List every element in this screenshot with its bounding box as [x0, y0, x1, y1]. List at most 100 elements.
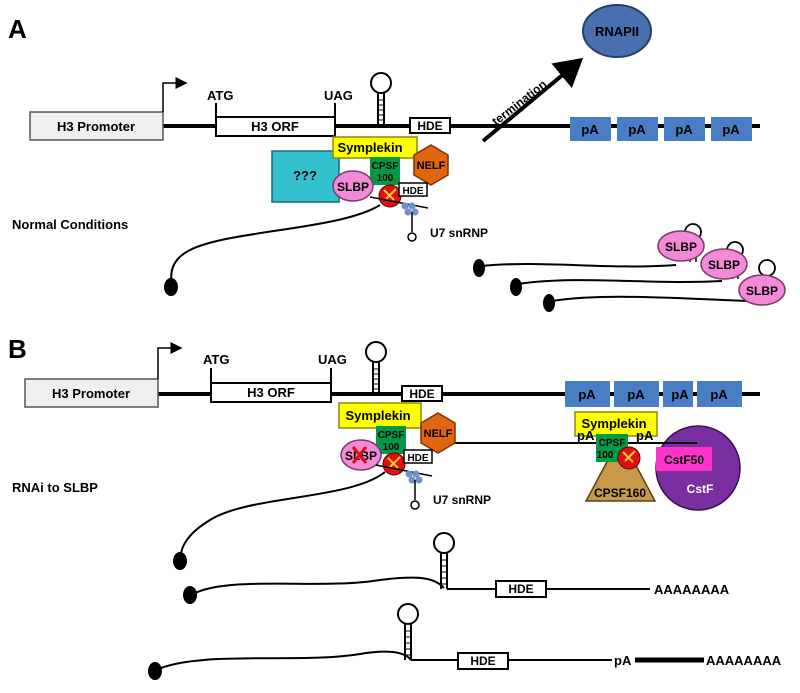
processing-complex-a: ??? Symplekin CPSF 100 NELF SLBP HDE	[271, 136, 488, 242]
nelf-label-a: NELF	[417, 160, 446, 172]
rnai-x-icon	[351, 446, 368, 464]
promoter-box-a	[29, 111, 164, 141]
pa-boxes-b: pA pA pA pA	[565, 381, 742, 407]
polyadenylated-transcript-2: HDE pA AAAAAAAA	[148, 603, 782, 680]
uag-label-b: UAG	[318, 352, 347, 367]
hde-bound-a	[398, 182, 428, 197]
cpsf-label-b: CPSF	[378, 430, 405, 441]
slbp-released-label: SLBP	[746, 284, 778, 298]
symplekin-label-c2: Symplekin	[581, 416, 646, 431]
hde-bound-label-a: HDE	[402, 186, 423, 197]
u7-label-b: U7 snRNP	[433, 493, 491, 507]
slbp-released-label: SLBP	[665, 240, 697, 254]
transcript1-hde: HDE	[508, 582, 533, 596]
slbp-a	[332, 170, 374, 202]
pa-label: pA	[581, 122, 599, 137]
termination-label: termination	[489, 77, 549, 128]
pa-box	[664, 117, 705, 141]
orf-box-a	[215, 116, 336, 137]
orf-box-b	[210, 382, 332, 403]
cpsf100-b	[376, 426, 406, 454]
promoter-box-b	[24, 378, 159, 408]
slbp-label-a: SLBP	[337, 180, 369, 194]
promoter-label-b: H3 Promoter	[52, 386, 130, 401]
pa-box	[617, 117, 658, 141]
condition-label-b: RNAi to SLBP	[12, 480, 98, 495]
panel-a-letter: A	[8, 14, 27, 44]
pa-box	[570, 117, 611, 141]
u7-snrnp-a	[401, 202, 419, 242]
cpsf-num-c2: 100	[597, 450, 614, 461]
slbp-released	[738, 274, 786, 306]
slbp-released	[657, 230, 705, 262]
slbp-released-label: SLBP	[708, 258, 740, 272]
cpsf100-a	[370, 157, 400, 185]
pa-box	[614, 381, 659, 407]
uag-label-a: UAG	[324, 88, 353, 103]
transcript2-polya: AAAAAAAA	[706, 653, 782, 668]
transcript2-pa: pA	[614, 653, 632, 668]
orf-label-b: H3 ORF	[247, 385, 295, 400]
processing-complex-b: Symplekin CPSF 100 NELF SLBP HDE U	[338, 402, 491, 510]
pa-box	[663, 381, 693, 407]
cstf-label: CstF	[687, 482, 714, 496]
stem-loop-a	[370, 72, 392, 126]
cpsf160-label: CPSF160	[594, 486, 646, 500]
cstf50	[656, 447, 712, 471]
cpsf-label-a: CPSF	[372, 161, 399, 172]
orf-label-a: H3 ORF	[251, 119, 299, 134]
cpsf-num-a: 100	[377, 173, 394, 184]
pa-label: pA	[628, 122, 646, 137]
tss-arrow-a	[162, 77, 188, 112]
pa-box	[565, 381, 610, 407]
hde-box-a	[409, 117, 451, 134]
rnapii-label: RNAPII	[595, 24, 639, 39]
transcript1-polya: AAAAAAAA	[654, 582, 730, 597]
u7-label-a: U7 snRNP	[430, 226, 488, 240]
hde-box-b	[401, 385, 443, 402]
released-mrnas: SLBP SLBP SLBP	[473, 223, 786, 312]
pa-label: pA	[578, 387, 596, 402]
atg-label-a: ATG	[207, 88, 233, 103]
nascent-transcript-b	[179, 471, 386, 559]
tss-arrow-b	[157, 342, 183, 379]
hde-bound-label-b: HDE	[407, 453, 428, 464]
nelf-label-b: NELF	[424, 428, 453, 440]
cstf50-label: CstF50	[664, 453, 704, 467]
pa-boxes-a: pA pA pA pA	[570, 117, 752, 141]
u7-snrnp-b	[405, 470, 423, 510]
hde-bound-b	[403, 449, 433, 464]
pa-label: pA	[710, 387, 728, 402]
pa-label: pA	[722, 122, 740, 137]
nelf-a	[413, 144, 449, 186]
promoter-label-a: H3 Promoter	[57, 119, 135, 134]
stem-loop-b	[365, 341, 387, 394]
nelf-b	[420, 412, 456, 454]
polyadenylation-complex: CPSF160 CstF50 CstF Symplekin CPSF 100 p…	[574, 411, 741, 511]
atg-label-b: ATG	[203, 352, 229, 367]
hde-label-a: HDE	[417, 119, 442, 133]
cpsf-label-c2: CPSF	[599, 438, 626, 449]
symplekin-c2	[574, 411, 658, 437]
panel-b-letter: B	[8, 334, 27, 364]
cap-b	[173, 552, 187, 570]
rnapii	[582, 4, 652, 58]
slbp-released	[700, 248, 748, 280]
symplekin-label-a: Symplekin	[337, 140, 402, 155]
polyadenylated-transcript-1: HDE AAAAAAAA	[183, 532, 730, 604]
symplekin-label-b: Symplekin	[345, 408, 410, 423]
pa-box	[697, 381, 742, 407]
panel-a: A H3 Promoter H3 ORF ATG UAG HDE	[8, 4, 786, 312]
hde-label-b: HDE	[409, 387, 434, 401]
unknown-label: ???	[293, 168, 317, 183]
nascent-transcript-a	[170, 204, 381, 286]
condition-label-a: Normal Conditions	[12, 217, 128, 232]
termination-arrow	[481, 57, 584, 143]
cpsf-num-b: 100	[383, 442, 400, 453]
panel-b: B H3 Promoter H3 ORF ATG UAG HDE	[8, 334, 782, 680]
pa-label: pA	[675, 122, 693, 137]
pa-box	[711, 117, 752, 141]
pa-small-1: pA	[577, 428, 595, 443]
cap-a	[164, 278, 178, 296]
